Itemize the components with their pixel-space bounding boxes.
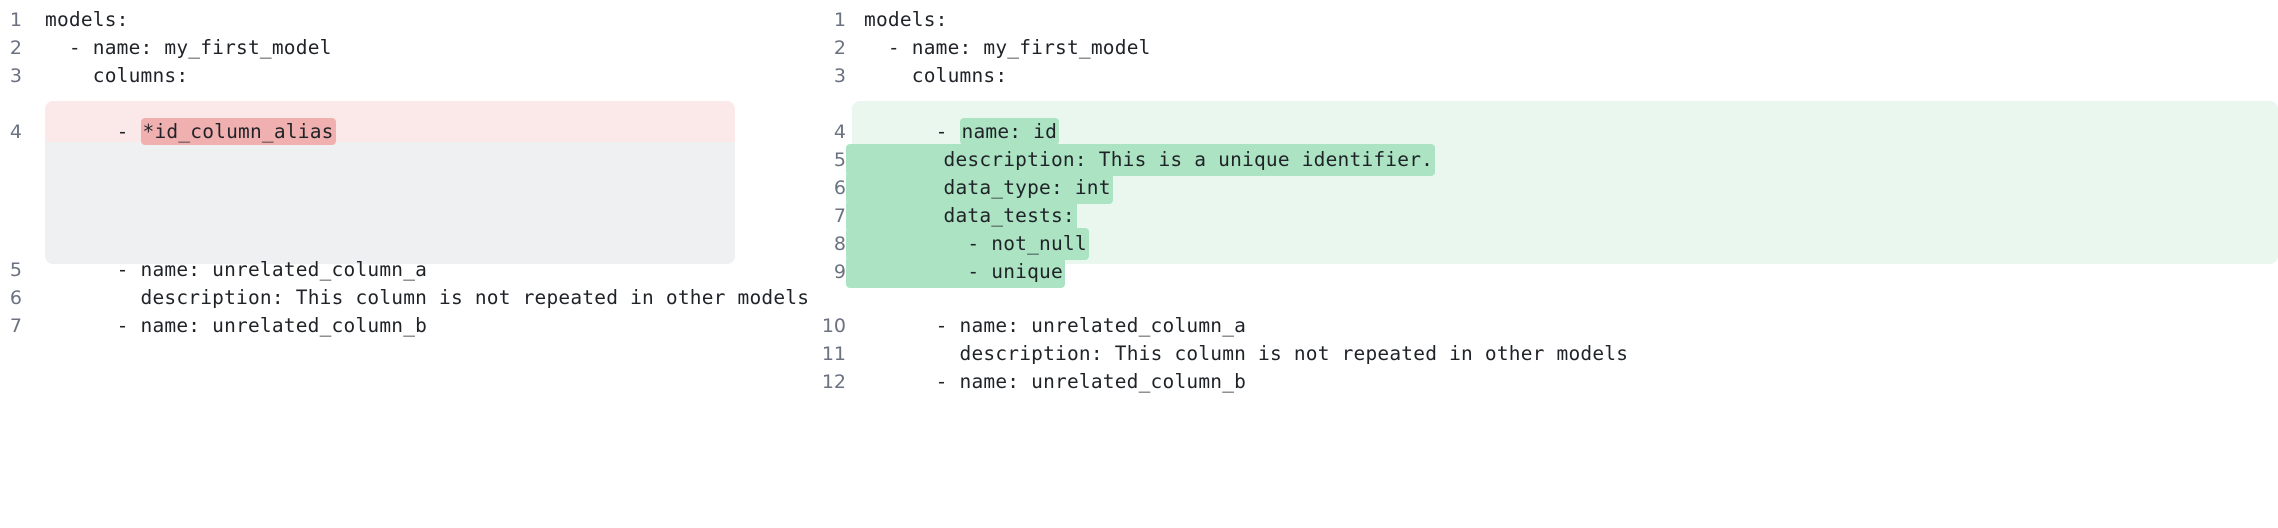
code-text: description: This is a unique identifier… <box>846 144 2278 176</box>
spacer-row <box>0 90 800 118</box>
code-line-inserted[interactable]: 9 - unique <box>800 256 2278 288</box>
diff-pane-before: 1 models: 2 - name: my_first_model 3 col… <box>0 0 809 528</box>
code-text: - name: id <box>935 118 1060 145</box>
line-number: 8 <box>833 233 846 255</box>
code-line-deleted[interactable]: 4 - *id_column_alias <box>0 118 800 146</box>
line-number: 5 <box>9 259 22 281</box>
line-number: 12 <box>821 371 846 393</box>
line-number: 7 <box>833 205 846 227</box>
line-number: 10 <box>821 315 846 337</box>
code-text: models: <box>864 8 948 31</box>
line-number: 9 <box>833 261 846 283</box>
code-line-inserted[interactable]: 4 - name: id <box>800 118 2278 146</box>
placeholder-row <box>0 202 800 230</box>
code-text: - *id_column_alias <box>116 118 336 145</box>
line-number: 6 <box>9 287 22 309</box>
line-number: 4 <box>9 121 22 143</box>
code-line[interactable]: 11 description: This column is not repea… <box>800 340 2278 368</box>
spacer-row <box>800 90 2278 118</box>
placeholder-row <box>0 174 800 202</box>
code-line[interactable]: 3 columns: <box>0 62 800 90</box>
code-line-inserted[interactable]: 7 data_tests: <box>800 200 2278 232</box>
line-number: 5 <box>833 149 846 171</box>
code-line[interactable]: 1 models: <box>0 6 800 34</box>
code-text: - name: my_first_model <box>887 36 1151 59</box>
code-text: - name: my_first_model <box>68 36 332 59</box>
inserted-token: data_type: int <box>846 172 1113 204</box>
code-text: - name: unrelated_column_a <box>935 314 1247 337</box>
inserted-token: data_tests: <box>846 200 1077 232</box>
code-text: models: <box>45 8 129 31</box>
spacer-row <box>800 286 2278 312</box>
line-number: 3 <box>833 65 846 87</box>
code-line[interactable]: 1 models: <box>800 6 2278 34</box>
inserted-token: name: id <box>959 118 1060 145</box>
line-number: 4 <box>833 121 846 143</box>
line-number: 1 <box>9 9 22 31</box>
line-number: 2 <box>833 37 846 59</box>
code-line[interactable]: 5 - name: unrelated_column_a <box>0 256 800 284</box>
code-line[interactable]: 3 columns: <box>800 62 2278 90</box>
line-number: 1 <box>833 9 846 31</box>
code-line-inserted[interactable]: 5 description: This is a unique identifi… <box>800 144 2278 176</box>
code-lines-before: 1 models: 2 - name: my_first_model 3 col… <box>0 0 809 340</box>
code-line-inserted[interactable]: 8 - not_null <box>800 228 2278 260</box>
line-number: 11 <box>821 343 846 365</box>
code-lines-after: 1 models: 2 - name: my_first_model 3 col… <box>800 0 2278 396</box>
code-text: - not_null <box>846 228 2278 260</box>
placeholder-row <box>0 230 800 256</box>
code-text: - unique <box>846 256 2278 288</box>
deleted-token: *id_column_alias <box>140 118 336 145</box>
code-line-inserted[interactable]: 6 data_type: int <box>800 172 2278 204</box>
code-text: data_tests: <box>846 200 2278 232</box>
line-number: 3 <box>9 65 22 87</box>
code-text: columns: <box>911 64 1008 87</box>
code-text: - name: unrelated_column_b <box>935 370 1247 393</box>
code-line[interactable]: 2 - name: my_first_model <box>800 34 2278 62</box>
alignment-placeholder-block <box>45 142 735 264</box>
inserted-token: description: This is a unique identifier… <box>846 144 1436 176</box>
line-number: 6 <box>833 177 846 199</box>
code-line[interactable]: 6 description: This column is not repeat… <box>0 284 809 312</box>
inserted-token: - not_null <box>846 228 1089 260</box>
code-line[interactable]: 10 - name: unrelated_column_a <box>800 312 2278 340</box>
line-number: 7 <box>9 315 22 337</box>
diff-pane-after: 1 models: 2 - name: my_first_model 3 col… <box>800 0 2278 528</box>
code-text: - name: unrelated_column_a <box>116 258 428 281</box>
code-text: description: This column is not repeated… <box>959 342 1629 365</box>
placeholder-row <box>0 146 800 174</box>
code-text: data_type: int <box>846 172 2278 204</box>
code-text: description: This column is not repeated… <box>140 286 810 309</box>
line-number: 2 <box>9 37 22 59</box>
code-line[interactable]: 2 - name: my_first_model <box>0 34 800 62</box>
code-text: - name: unrelated_column_b <box>116 314 428 337</box>
inserted-token: - unique <box>846 256 1065 288</box>
code-line[interactable]: 7 - name: unrelated_column_b <box>0 312 800 340</box>
code-text: columns: <box>92 64 189 87</box>
code-line[interactable]: 12 - name: unrelated_column_b <box>800 368 2278 396</box>
